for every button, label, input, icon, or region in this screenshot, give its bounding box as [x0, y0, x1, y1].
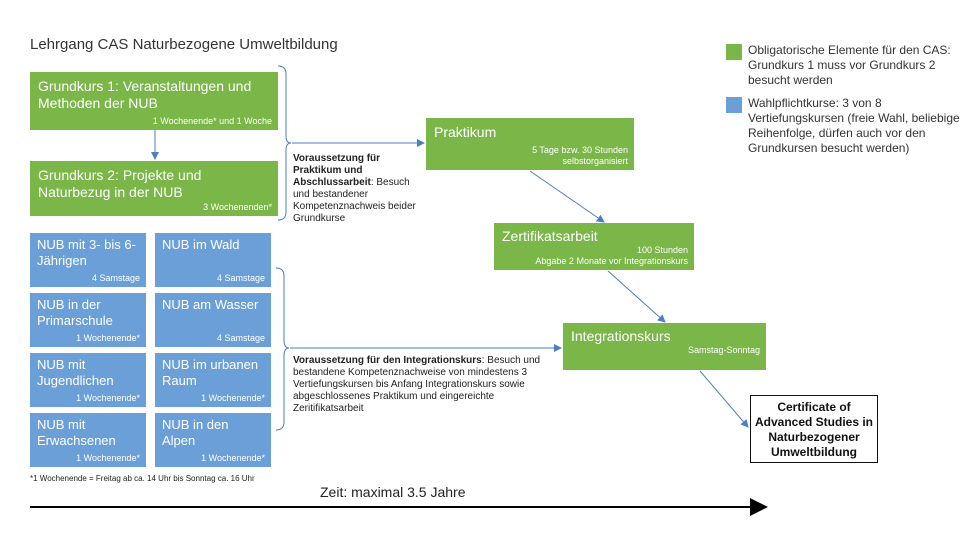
elective-box: NUB in den Alpen 1 Wochenende* [155, 413, 271, 467]
elective-box: NUB am Wasser 4 Samstage [155, 293, 271, 347]
requirement-praktikum-heading: Voraussetzung für Praktikum und Abschlus… [293, 153, 381, 188]
elective-note: 1 Wochenende* [76, 333, 140, 343]
praktikum-title: Praktikum [434, 124, 497, 140]
elective-box: NUB mit Erwachsenen 1 Wochenende* [30, 413, 146, 467]
integrationskurs-note: Samstag-Sonntag [687, 345, 760, 355]
grundkurs-2-title: Grundkurs 2: Projekte und Naturbezug in … [38, 167, 202, 200]
grundkurs-2-box: Grundkurs 2: Projekte und Naturbezug in … [30, 161, 278, 216]
grundkurs-1-note: 1 Wochenende* und 1 Woche [152, 116, 272, 126]
arrow-zertifikat-integration [607, 270, 666, 323]
elective-title: NUB im Wald [162, 237, 240, 252]
legend-green-swatch [726, 44, 742, 60]
elective-note: 1 Wochenende* [76, 453, 140, 463]
grundkurs-2-note: 3 Wochenenden* [203, 202, 272, 212]
elective-title: NUB mit Jugendlichen [37, 357, 114, 388]
elective-title: NUB am Wasser [162, 297, 259, 312]
requirement-praktikum: Voraussetzung für Praktikum und Abschlus… [293, 153, 425, 225]
elective-box: NUB mit Jugendlichen 1 Wochenende* [30, 353, 146, 407]
legend-blue-text: Wahlpflichtkurse: 3 von 8 Vertiefungskur… [748, 96, 960, 155]
elective-title: NUB in der Primarschule [37, 297, 113, 328]
elective-note: 4 Samstage [216, 333, 265, 343]
page-title: Lehrgang CAS Naturbezogene Umweltbildung [30, 36, 338, 53]
elective-box: NUB in der Primarschule 1 Wochenende* [30, 293, 146, 347]
elective-note: 4 Samstage [91, 273, 140, 283]
requirement-integration: Voraussetzung für den Integrationskurs: … [293, 355, 558, 415]
integrationskurs-title: Integrationskurs [571, 328, 671, 344]
elective-note: 1 Wochenende* [201, 453, 265, 463]
timeline-label: Zeit: maximal 3.5 Jahre [320, 484, 466, 500]
elective-note: 4 Samstage [216, 273, 265, 283]
elective-note: 1 Wochenende* [201, 393, 265, 403]
grundkurs-1-box: Grundkurs 1: Veranstaltungen und Methode… [30, 72, 278, 130]
certificate-box: Certificate of Advanced Studies in Natur… [750, 395, 878, 463]
legend-green-text: Obligatorische Elemente für den CAS: Gru… [748, 43, 951, 87]
elective-note: 1 Wochenende* [76, 393, 140, 403]
elective-box: NUB im Wald 4 Samstage [155, 233, 271, 287]
elective-title: NUB mit 3- bis 6-Jährigen [37, 237, 136, 268]
requirement-integration-heading: Voraussetzung für den Integrationskurs [293, 355, 482, 366]
bracket-grundkurse [277, 65, 292, 221]
arrow-integration-certificate [699, 370, 749, 428]
zertifikatsarbeit-title: Zertifikatsarbeit [502, 228, 598, 244]
requirement-praktikum-text: : Besuch und bestandener Kompetenznachwe… [293, 177, 416, 224]
elective-box: NUB mit 3- bis 6-Jährigen 4 Samstage [30, 233, 146, 287]
elective-title: NUB in den Alpen [162, 417, 229, 448]
grundkurs-1-title: Grundkurs 1: Veranstaltungen und Methode… [38, 78, 252, 111]
footnote: *1 Wochenende = Freitag ab ca. 14 Uhr bi… [30, 474, 255, 483]
requirement-integration-text: : Besuch und bestandene Kompetenznachwei… [293, 355, 541, 414]
elective-title: NUB im urbanen Raum [162, 357, 259, 388]
bracket-electives [275, 267, 290, 431]
integrationskurs-box: Integrationskurs Samstag-Sonntag [563, 323, 766, 370]
elective-title: NUB mit Erwachsenen [37, 417, 116, 448]
arrow-praktikum-zertifikat [529, 170, 605, 223]
legend-blue-swatch [726, 97, 742, 113]
elective-box: NUB im urbanen Raum 1 Wochenende* [155, 353, 271, 407]
